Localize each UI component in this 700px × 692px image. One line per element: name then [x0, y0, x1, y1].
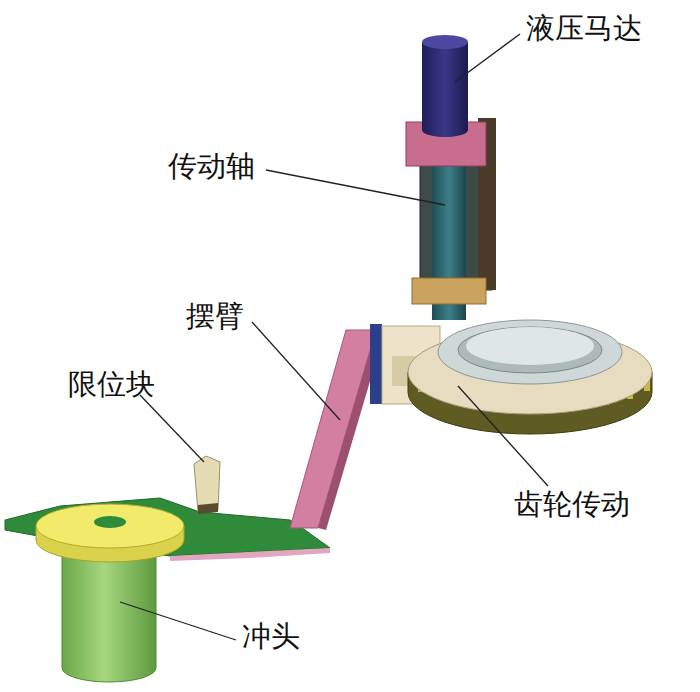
- bearing-ring: [438, 320, 622, 384]
- leader-lines: [120, 34, 548, 640]
- plate-edge: [170, 548, 330, 561]
- punch-hole: [94, 516, 126, 528]
- part-label: 齿轮传动: [512, 488, 632, 521]
- shaft-coupling: [412, 278, 486, 304]
- limit-block-base: [198, 503, 218, 514]
- punch-top: [36, 504, 184, 548]
- part-label: 冲头: [240, 620, 302, 653]
- leader-line: [140, 395, 204, 462]
- bracket-plate: [370, 324, 382, 404]
- leader-line: [252, 322, 340, 420]
- part-label: 摆臂: [184, 300, 246, 333]
- leader-line: [120, 602, 236, 640]
- leader-line: [455, 34, 520, 82]
- leader-line: [266, 170, 445, 205]
- hydraulic-motor: [422, 42, 468, 137]
- motor-top: [422, 35, 468, 49]
- bearing-inner: [458, 327, 602, 373]
- part-label: 限位块: [66, 368, 157, 401]
- punch-body: [62, 548, 156, 682]
- part-label: 传动轴: [166, 150, 257, 183]
- leader-line: [458, 386, 548, 486]
- bearing-bore: [466, 327, 594, 365]
- part-label: 液压马达: [524, 12, 644, 45]
